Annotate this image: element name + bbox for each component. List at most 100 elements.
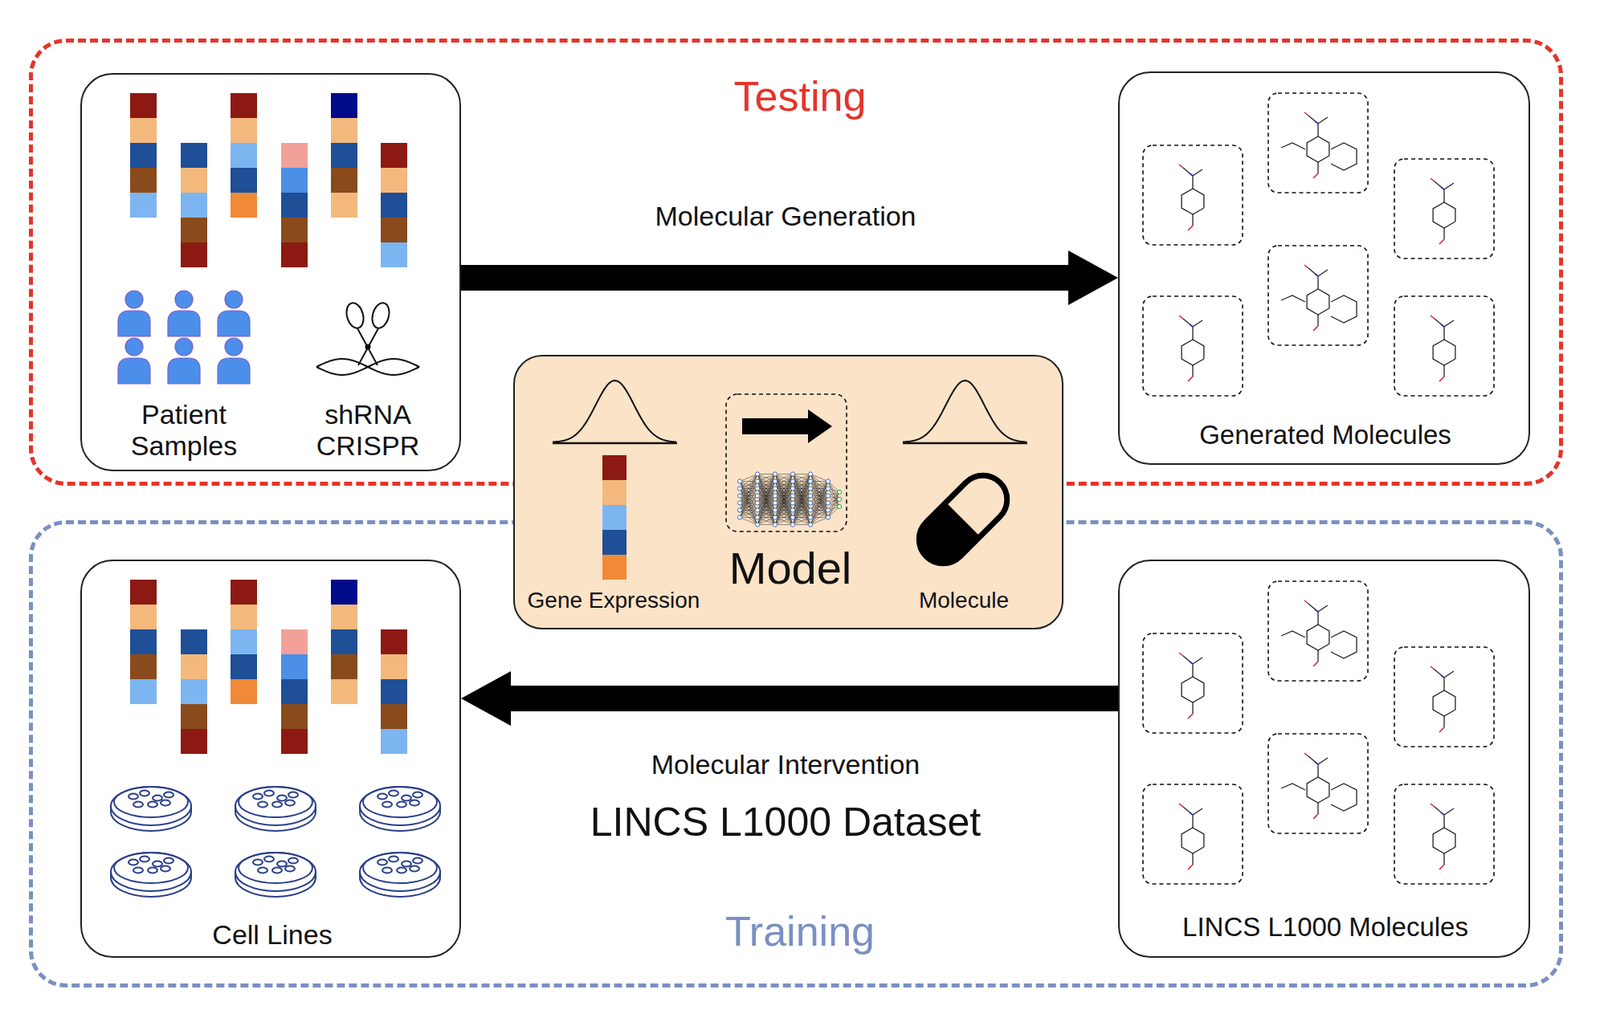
neural-net-links	[739, 474, 840, 526]
oxygen-bond	[1313, 661, 1319, 667]
expression-bar-cell	[380, 729, 408, 755]
expression-bar-cell	[180, 242, 208, 268]
drawing-part	[792, 474, 811, 511]
drawing-part	[147, 802, 158, 809]
drawing-part	[775, 474, 793, 519]
drawing-part	[739, 474, 758, 519]
edge-label: Molecular Intervention	[544, 749, 1027, 781]
edge-label: Molecular Generation	[544, 200, 1027, 233]
flow-arrow	[461, 671, 1119, 727]
molecule-frame	[1268, 581, 1368, 682]
drawing-part	[810, 481, 829, 511]
neural-net-unit	[825, 479, 830, 484]
drawing-part	[810, 481, 829, 519]
drawing-part	[1306, 136, 1330, 163]
neural-net-unit	[737, 501, 742, 506]
oxygen-bond	[1313, 326, 1319, 331]
drawing-part	[110, 872, 192, 898]
neural-net-unit	[772, 472, 777, 477]
molecule-structure	[1181, 656, 1205, 715]
drawing-part	[757, 474, 776, 511]
expression-bar-cell	[130, 93, 157, 119]
drawing-part	[363, 787, 437, 818]
expression-bar-cell	[180, 167, 208, 193]
expression-bar-cell	[281, 679, 308, 705]
drawing-part	[285, 800, 295, 807]
drawing-part	[1306, 624, 1330, 651]
drawing-part	[739, 489, 758, 519]
oxygen-bond	[1313, 814, 1319, 820]
expression-bar-cell	[380, 192, 408, 218]
nitrogen-bond	[1440, 187, 1445, 190]
curve-baseline	[552, 442, 678, 445]
oxygen-bond	[1304, 265, 1309, 269]
drawing-part	[277, 861, 287, 868]
distribution-curve	[552, 380, 677, 443]
drawing-part	[757, 518, 776, 526]
oxygen-bond	[1313, 173, 1319, 179]
drawing-part	[1434, 807, 1454, 829]
molecule-structure	[1281, 115, 1357, 174]
drawing-part	[810, 481, 829, 519]
drawing-part	[792, 524, 811, 526]
drawing-part	[739, 474, 758, 504]
drawing-part	[739, 481, 758, 519]
drawing-part	[739, 496, 758, 519]
drawing-part	[757, 474, 776, 526]
drawing-part	[909, 465, 1017, 574]
drawing-part	[792, 489, 811, 526]
drawing-part	[382, 802, 392, 809]
neural-net-unit	[737, 508, 742, 513]
neural-net-unit	[808, 472, 813, 477]
node-text: LINCS L1000 Molecules	[1128, 912, 1523, 943]
molecule-frame	[1394, 784, 1494, 885]
drawing-part	[409, 800, 420, 807]
neural-net-unit	[772, 508, 777, 513]
molecule-frame	[1394, 296, 1494, 396]
drawing-part	[757, 473, 776, 475]
drawing-part	[461, 265, 1069, 291]
illustration	[1119, 73, 1532, 467]
drawing-part	[1434, 669, 1454, 691]
drawing-part	[1434, 318, 1454, 340]
drawing-part	[757, 489, 776, 526]
drawing-part	[757, 496, 776, 526]
expression-bar-cell	[602, 505, 627, 531]
person-body	[217, 358, 250, 384]
drawing-part	[401, 861, 412, 868]
pill-icon	[909, 465, 1017, 574]
drawing-part	[757, 474, 776, 504]
drawing-part	[1281, 783, 1357, 812]
drawing-part	[1306, 289, 1330, 315]
neural-net-unit	[755, 515, 760, 520]
person-body	[217, 310, 250, 337]
drawing-part	[1183, 318, 1203, 340]
drawing-part	[757, 503, 776, 526]
node-text: shRNA CRISPR	[297, 399, 439, 462]
drawing-part	[359, 872, 441, 898]
drawing-part	[133, 868, 143, 874]
node-text: Gene Expression	[518, 587, 709, 614]
drawing-part	[388, 857, 399, 863]
drawing-part	[810, 496, 829, 526]
drawing-part	[359, 853, 441, 892]
drawing-part	[757, 524, 776, 526]
molecule-frame	[1394, 159, 1494, 259]
molecule-frame	[1268, 245, 1368, 346]
drawing-part	[139, 857, 150, 863]
node-text: Generated Molecules	[1136, 420, 1515, 451]
molecule-structure	[1432, 181, 1456, 240]
dataset-label: LINCS L1000 Dataset	[504, 800, 1067, 847]
drawing-part	[775, 474, 793, 519]
drawing-part	[461, 671, 511, 727]
drawing-part	[757, 474, 776, 511]
oxygen-bond	[1179, 804, 1184, 808]
expression-bar-cell	[380, 679, 408, 705]
nitrogen-bond	[1189, 173, 1193, 176]
oxygen-bond	[1439, 865, 1445, 870]
drawing-part	[277, 795, 287, 802]
drawing-part	[1181, 188, 1205, 215]
drawing-part	[163, 858, 174, 865]
drawing-part	[235, 872, 316, 898]
drawing-part	[412, 792, 423, 799]
